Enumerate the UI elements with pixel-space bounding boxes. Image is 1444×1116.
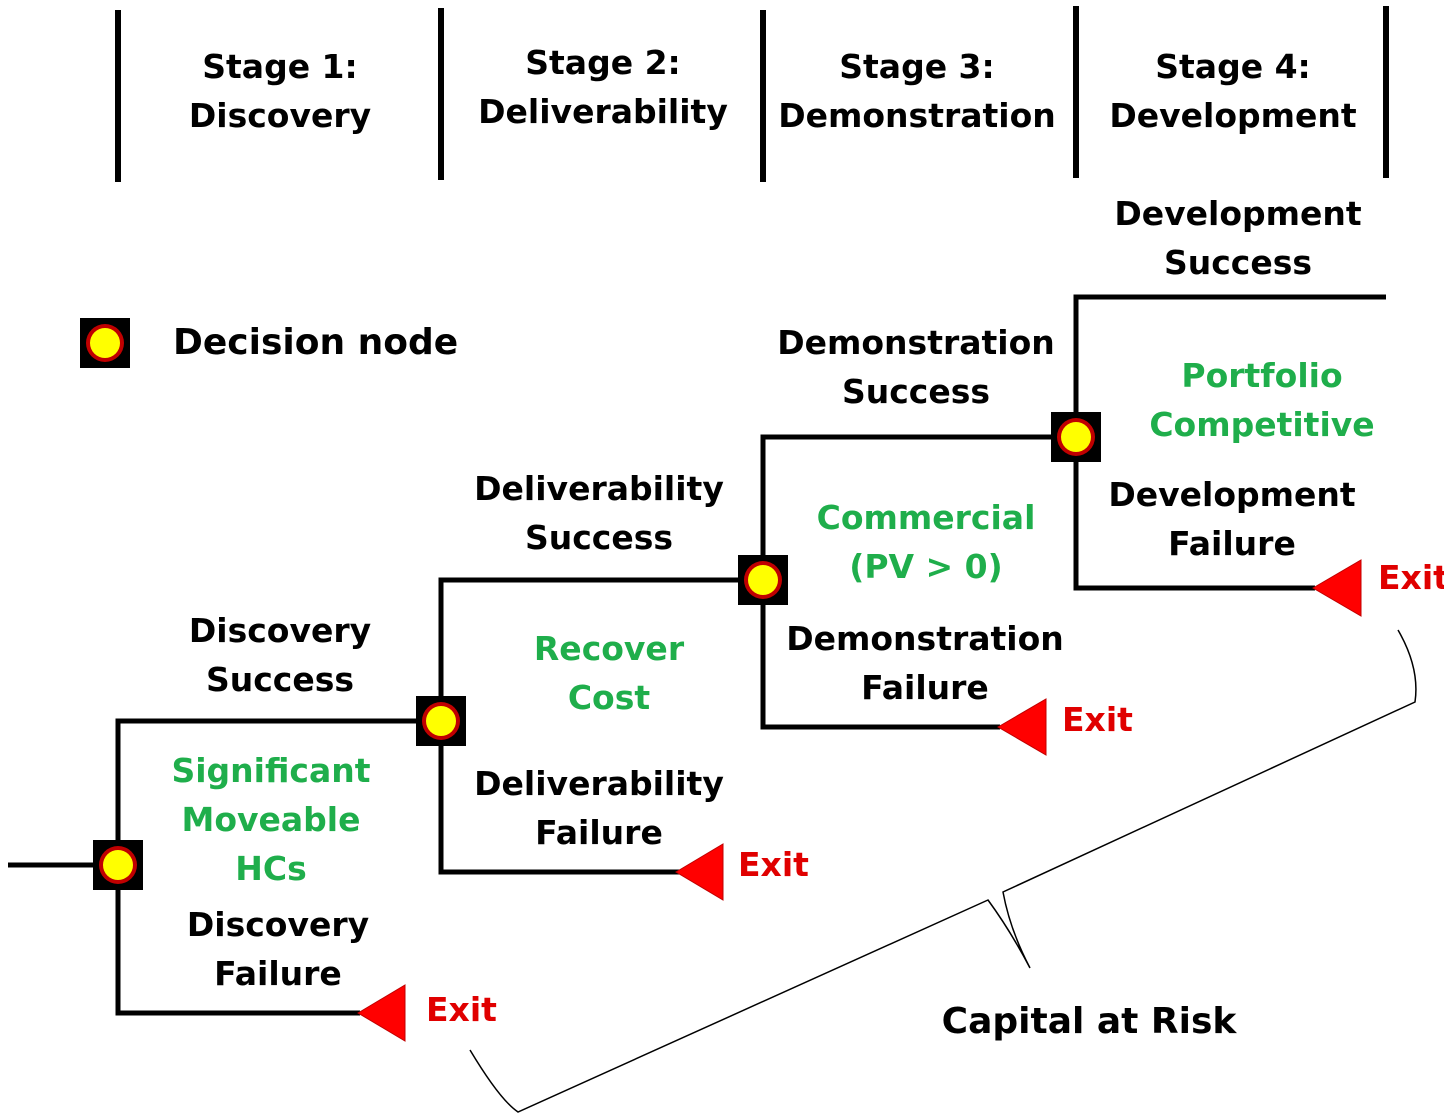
stage-header-line: Development xyxy=(1109,96,1357,135)
exit-label: Exit xyxy=(738,845,809,884)
branch-label-line: Success xyxy=(841,372,991,411)
branch-label-line: Demonstration xyxy=(786,619,1064,658)
stage-header-1: Stage 1: Discovery xyxy=(189,42,371,140)
development-success-label: Development Success xyxy=(1114,189,1361,287)
development-failure-branch xyxy=(1073,437,1315,591)
branch-label-line: Failure xyxy=(535,813,663,852)
criteria-line: Significant xyxy=(171,751,371,790)
exit-markers xyxy=(357,559,1362,1042)
capital-at-risk-brace xyxy=(469,629,1417,1113)
tree-branches xyxy=(8,294,1386,1016)
branch-label-line: Deliverability xyxy=(474,469,724,508)
criteria-stage-1: Significant Moveable HCs xyxy=(171,746,370,893)
decision-node-icon xyxy=(416,696,466,746)
discovery-success-branch xyxy=(115,718,441,865)
deliverability-success-branch xyxy=(438,577,763,721)
stage-header-line: Stage 3: xyxy=(839,47,995,86)
stage-header-line: Discovery xyxy=(188,96,372,135)
branch-label-line: Demonstration xyxy=(777,323,1055,362)
criteria-line: Portfolio xyxy=(1181,356,1343,395)
branch-label-line: Failure xyxy=(861,668,989,707)
deliverability-failure-label: Deliverability Failure xyxy=(474,759,724,857)
criteria-stage-2: Recover Cost xyxy=(534,624,684,722)
stage-separators xyxy=(115,6,1389,182)
branch-label-line: Failure xyxy=(214,954,342,993)
decision-node-icon xyxy=(80,318,130,368)
development-failure-label: Development Failure xyxy=(1108,470,1355,568)
decision-node-icon xyxy=(1051,412,1101,462)
stage-header-line: Stage 2: xyxy=(525,43,681,82)
branch-label-line: Success xyxy=(524,518,674,557)
stage-header-4: Stage 4: Development xyxy=(1109,42,1356,140)
criteria-line: HCs xyxy=(235,849,307,888)
exit-label: Exit xyxy=(426,990,497,1029)
decision-node-icon xyxy=(738,555,788,605)
stage-header-2: Stage 2: Deliverability xyxy=(478,38,728,136)
branch-label-line: Discovery xyxy=(188,611,372,650)
stage-header-line: Demonstration xyxy=(778,96,1056,135)
exit-triangle xyxy=(997,698,1047,756)
criteria-line: Commercial xyxy=(816,498,1036,537)
branch-label-line: Development xyxy=(1108,475,1356,514)
criteria-line: Recover xyxy=(533,629,685,668)
criteria-line: (PV > 0) xyxy=(849,547,1003,586)
branch-label-line: Deliverability xyxy=(474,764,724,803)
criteria-line: Competitive xyxy=(1149,405,1375,444)
decision-nodes xyxy=(80,318,1101,890)
branch-label-line: Success xyxy=(1163,243,1313,282)
exit-label: Exit xyxy=(1378,558,1444,597)
branch-label-line: Success xyxy=(205,660,355,699)
deliverability-success-label: Deliverability Success xyxy=(474,464,724,562)
demonstration-success-label: Demonstration Success xyxy=(777,318,1055,416)
criteria-stage-3: Commercial (PV > 0) xyxy=(817,493,1036,591)
branch-label-line: Development xyxy=(1114,194,1362,233)
exit-label: Exit xyxy=(1062,700,1133,739)
decision-node-icon xyxy=(93,840,143,890)
legend-label: Decision node xyxy=(173,322,459,363)
discovery-failure-branch xyxy=(115,865,360,1016)
stage-header-3: Stage 3: Demonstration xyxy=(778,42,1056,140)
criteria-line: Moveable xyxy=(181,800,361,839)
development-success-branch xyxy=(1073,294,1386,437)
deliverability-failure-branch xyxy=(438,721,680,875)
criteria-stage-4: Portfolio Competitive xyxy=(1149,351,1374,449)
stage-header-line: Stage 4: xyxy=(1155,47,1311,86)
discovery-failure-label: Discovery Failure xyxy=(187,900,369,998)
stage-header-line: Deliverability xyxy=(478,92,728,131)
demonstration-failure-label: Demonstration Failure xyxy=(786,614,1064,712)
exit-triangle xyxy=(1312,559,1362,617)
exit-triangle xyxy=(675,843,724,901)
criteria-line: Cost xyxy=(567,678,651,717)
exit-triangle xyxy=(357,984,406,1042)
demonstration-success-branch xyxy=(760,434,1076,580)
stage-header-line: Stage 1: xyxy=(202,47,358,86)
capital-at-risk-label: Capital at Risk xyxy=(941,1001,1237,1042)
branch-label-line: Discovery xyxy=(186,905,370,944)
discovery-success-label: Discovery Success xyxy=(189,606,371,704)
demonstration-failure-branch xyxy=(760,580,1000,730)
branch-label-line: Failure xyxy=(1168,524,1296,563)
